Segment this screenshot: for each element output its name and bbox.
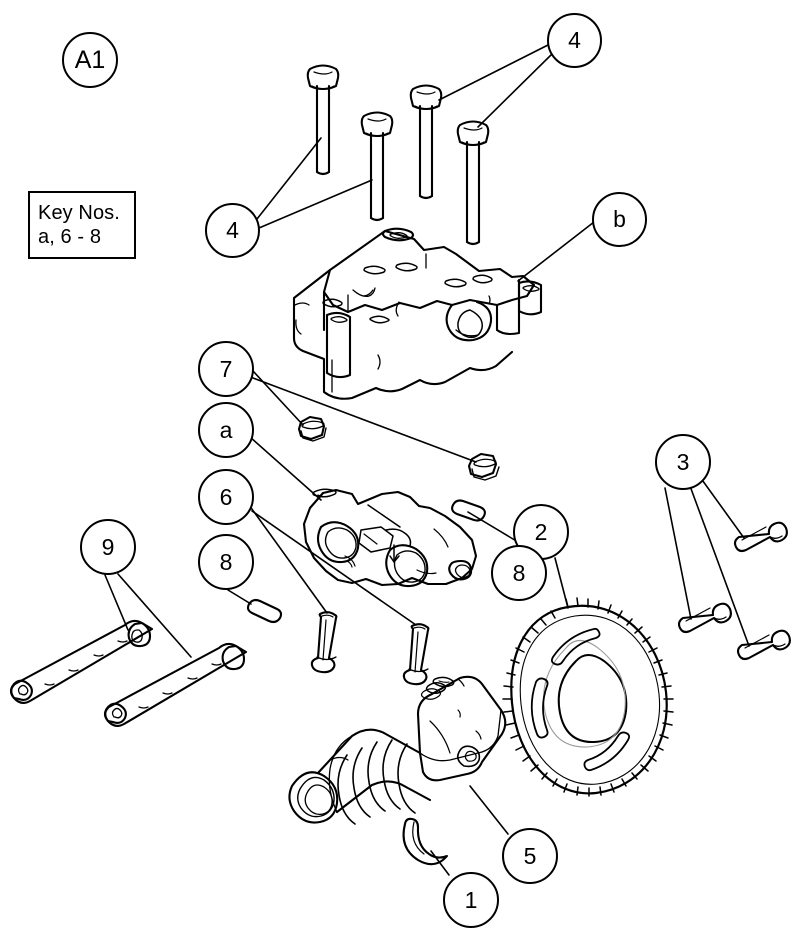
leader-lines — [104, 44, 750, 876]
long-bolt-4 — [456, 120, 490, 246]
key-numbers-line-1: Key Nos. — [38, 201, 120, 224]
callout-8-c8l[interactable]: 8 — [198, 534, 254, 590]
rocker-carrier-housing — [292, 227, 543, 400]
hex-nut-1 — [297, 415, 327, 442]
slotted-stud-1 — [310, 611, 338, 674]
gear-bolt-1 — [677, 602, 732, 634]
key-numbers-line-2: a, 6 - 8 — [38, 226, 102, 248]
gear-bolt-2 — [736, 629, 791, 661]
camshaft-with-flange — [288, 675, 507, 825]
key-numbers-box: Key Nos. a, 6 - 8 — [28, 191, 136, 259]
callout-b-cb[interactable]: b — [592, 192, 647, 247]
long-bolt-2 — [360, 111, 394, 222]
long-bolt-3 — [409, 84, 443, 200]
callout-7-c7[interactable]: 7 — [198, 341, 254, 397]
dowel-pin-right — [451, 499, 486, 522]
hex-nut-2 — [467, 452, 500, 481]
callout-1-c1[interactable]: 1 — [443, 872, 499, 928]
woodruff-key-half-moon — [402, 817, 449, 866]
dowel-pin-left — [246, 598, 283, 624]
callout-5-c5[interactable]: 5 — [502, 828, 558, 884]
callout-4-c4b[interactable]: 4 — [205, 203, 260, 258]
callout-a-ca[interactable]: a — [198, 402, 254, 458]
callout-4-c4a[interactable]: 4 — [547, 13, 602, 68]
camshaft-timing-gear — [502, 597, 674, 797]
rocker-shaft-2 — [103, 642, 248, 727]
callout-a1-fig[interactable]: A1 — [62, 32, 118, 88]
gear-bolt-3 — [733, 521, 788, 553]
callout-9-c9[interactable]: 9 — [80, 519, 136, 575]
long-bolt-1 — [306, 64, 340, 176]
callout-3-c3[interactable]: 3 — [655, 434, 711, 490]
callout-6-c6[interactable]: 6 — [198, 469, 254, 525]
slotted-stud-2 — [402, 623, 430, 686]
rocker-arm-bracket-assembly — [302, 488, 478, 588]
callout-8-c8r[interactable]: 8 — [491, 545, 547, 601]
rocker-shaft-1 — [9, 619, 154, 704]
